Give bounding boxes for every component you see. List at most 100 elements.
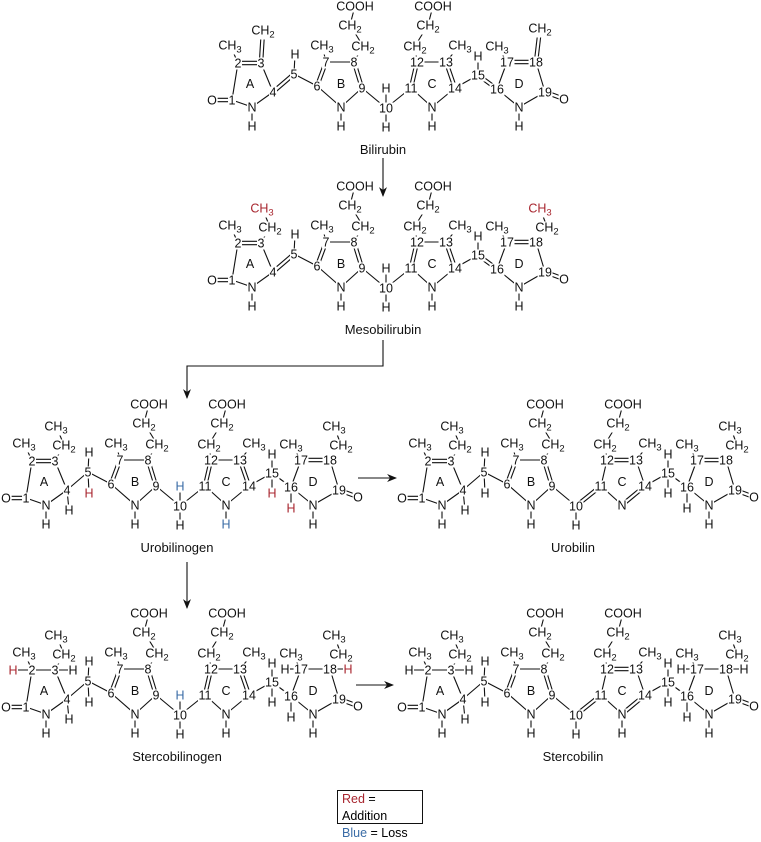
hydrogen-h4-bg <box>63 504 75 517</box>
ch2-12a: CH2 <box>593 647 616 664</box>
locant-17: 17 <box>500 56 514 70</box>
locant-14-bg <box>241 689 257 702</box>
nitrogen-N24-bg <box>703 708 715 721</box>
methyl-m7: CH3 <box>310 39 333 56</box>
ch2-12a-bg <box>402 40 428 56</box>
hydrogen-hN24: H <box>514 300 523 314</box>
ring-label-B: B <box>527 684 535 698</box>
ethyl-ch3-3: CH3 <box>440 420 463 437</box>
locant-8-bg <box>144 663 153 676</box>
locant-3: 3 <box>448 664 455 678</box>
locant-6: 6 <box>314 80 321 94</box>
hydrogen-h15-bg <box>472 50 484 63</box>
ring-label-A: A <box>246 77 255 91</box>
ch2-8b-bg <box>527 417 553 433</box>
locant-10: 10 <box>173 709 187 723</box>
locant-5-bg <box>290 248 299 261</box>
oxygen-1-bg <box>0 701 12 714</box>
hydrogen-h3: H <box>464 664 473 678</box>
methyl-m7: CH3 <box>104 437 127 454</box>
hydrogen-hN21-bg <box>436 727 448 740</box>
hydrogen-h16-bg <box>681 711 693 724</box>
legend-red-text: = Addition <box>342 792 388 823</box>
hydrogen-h3-bg <box>463 664 475 677</box>
ch2-8a: CH2 <box>145 647 168 664</box>
hydrogen-hN21-bg <box>246 120 258 133</box>
locant-10-bg <box>568 709 584 722</box>
locant-17-bg <box>293 454 309 467</box>
nitrogen-N21-bg <box>436 499 448 512</box>
ch2-8b: CH2 <box>528 417 551 434</box>
hydrogen-h15-bg <box>662 448 674 461</box>
locant-11: 11 <box>595 480 608 494</box>
locant-11-bg <box>404 262 419 275</box>
nitrogen-N22: N <box>130 499 139 513</box>
nitrogen-N23: N <box>427 101 436 115</box>
nitrogen-N21-bg <box>246 101 258 114</box>
locant-7: 7 <box>323 236 330 250</box>
hydrogen-hN23-bg <box>220 518 232 531</box>
hydrogen-hN23: H <box>221 518 230 532</box>
ethyl-ch3-3-bg <box>439 629 465 645</box>
oxygen-1: O <box>1 701 11 715</box>
methyl-m7-bg <box>103 646 129 662</box>
ethyl-ch2-3-bg <box>447 439 473 455</box>
locant-10: 10 <box>379 282 393 296</box>
hydrogen-hN22: H <box>526 518 535 532</box>
hydrogen-h10b-bg <box>570 519 582 532</box>
locant-9: 9 <box>359 262 366 276</box>
ethyl-ch2-3: CH2 <box>448 439 471 456</box>
hydrogen-hN23: H <box>617 727 626 741</box>
ring-label-C: C <box>221 475 230 489</box>
ethyl-ch3-3: CH3 <box>44 420 67 437</box>
oxygen-19: O <box>353 700 363 714</box>
hydrogen-h5: H <box>84 446 93 460</box>
locant-3: 3 <box>258 57 265 71</box>
hydrogen-hN24: H <box>704 518 713 532</box>
locant-1: 1 <box>23 701 30 715</box>
locant-6: 6 <box>108 687 115 701</box>
oxygen-1: O <box>1 492 11 506</box>
ch2-8b-bg <box>527 626 553 642</box>
ethyl-ch2-18: CH2 <box>535 221 558 238</box>
locant-11: 11 <box>199 689 212 703</box>
hydrogen-hN23-bg <box>220 727 232 740</box>
locant-18-bg <box>528 236 544 249</box>
oxygen-19-bg <box>352 700 364 713</box>
locant-8-bg <box>350 56 359 69</box>
locant-11-bg <box>404 82 419 95</box>
cooh-8-bg <box>525 607 565 620</box>
hydrogen-h10a-bg <box>174 689 186 702</box>
nitrogen-N22-bg <box>335 281 347 294</box>
ethyl-ch3-18-bg <box>717 420 743 436</box>
nitrogen-N24-bg <box>703 499 715 512</box>
locant-13: 13 <box>629 454 643 468</box>
nitrogen-N22-bg <box>525 499 537 512</box>
ethyl-ch3-3-bg <box>43 629 69 645</box>
locant-16-bg <box>283 481 299 494</box>
locant-1-bg <box>22 492 31 505</box>
ch2-8a: CH2 <box>351 220 374 237</box>
locant-7-bg <box>512 454 521 467</box>
ethyl-ch3-18: CH3 <box>322 629 345 646</box>
locant-6-bg <box>107 478 116 491</box>
locant-6: 6 <box>314 260 321 274</box>
hydrogen-hN24-bg <box>703 518 715 531</box>
locant-5: 5 <box>291 248 298 262</box>
hydrogen-h10a: H <box>381 82 390 96</box>
ch2-12a: CH2 <box>197 647 220 664</box>
nitrogen-N23: N <box>617 708 626 722</box>
locant-16-bg <box>489 263 505 276</box>
ethyl-ch3-3-bg <box>249 202 275 218</box>
ethyl-ch2-3-bg <box>447 648 473 664</box>
ethyl-ch2-18-bg <box>534 221 560 237</box>
locant-19-bg <box>727 693 743 706</box>
ring-label-D: D <box>704 475 713 489</box>
nitrogen-N23-bg <box>426 101 438 114</box>
hydrogen-h2: H <box>404 664 413 678</box>
locant-9: 9 <box>549 480 556 494</box>
ring-label-C: C <box>221 684 230 698</box>
locant-8: 8 <box>145 454 152 468</box>
locant-12-bg <box>599 663 615 676</box>
